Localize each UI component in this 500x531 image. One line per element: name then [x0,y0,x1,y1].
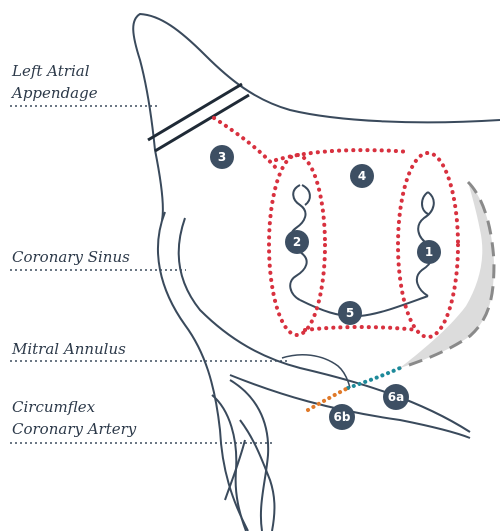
vessel-branch-3 [240,420,274,531]
marker-3-label: 3 [218,150,226,164]
marker-1: 1 [417,240,441,264]
label-laa-line2: Appendage [12,82,98,104]
ablation-floor-line [305,327,418,330]
marker-2: 2 [285,230,309,254]
marker-3: 3 [210,145,234,169]
pulmonary-vein-left-inner [302,185,310,205]
vessel-branch-2 [212,395,246,531]
marker-6b-label: 6b [334,410,351,424]
marker-6a-label: 6a [388,390,404,404]
label-laa-line1: Left Atrial [12,60,90,82]
marker-2-label: 2 [293,235,301,249]
gray-shaded-region [400,182,494,368]
marker-5: 5 [338,301,362,325]
marker-1-label: 1 [425,245,433,259]
marker-4: 4 [350,164,374,188]
marker-4-label: 4 [358,169,366,183]
marker-5-label: 5 [346,306,354,320]
vessel-left-1 [158,212,248,531]
marker-6b: 6b [329,404,355,430]
appendage-clip-line-1 [148,84,242,140]
label-coronary-sinus: Coronary Sinus [12,246,130,268]
pulmonary-vein-right-inner [422,192,428,214]
label-circumflex-line2: Coronary Artery [12,418,136,440]
label-circumflex-line1: Circumflex [12,396,95,418]
label-mitral-annulus: Mitral Annulus [12,338,126,360]
appendage-clip-line-2 [155,95,249,151]
marker-6a: 6a [383,384,409,410]
